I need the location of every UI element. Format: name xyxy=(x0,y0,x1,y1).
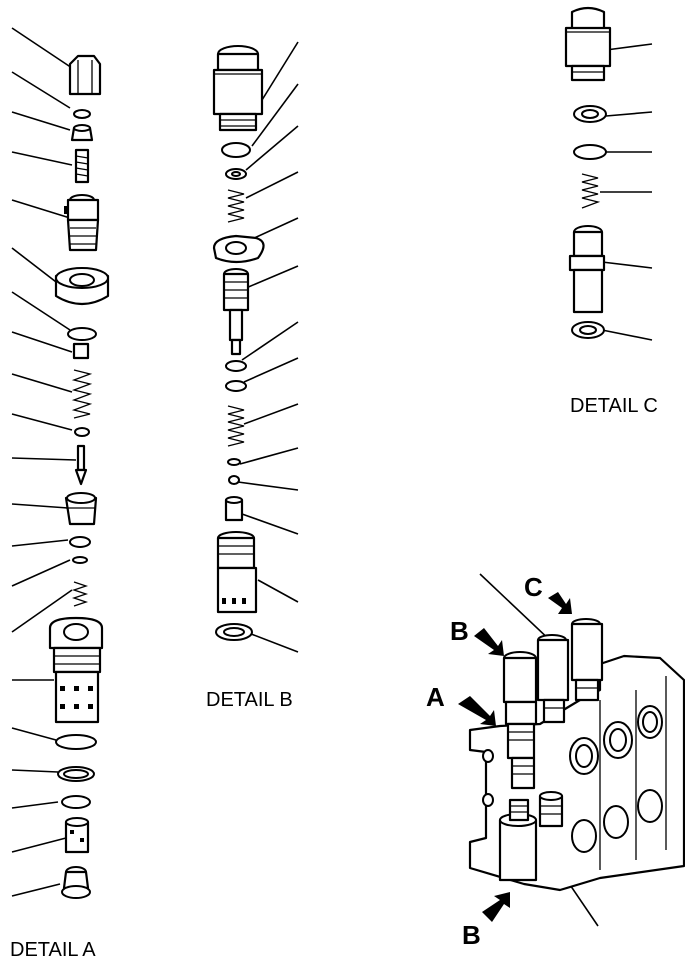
o-ring xyxy=(227,458,241,466)
callout-arrow-a xyxy=(458,696,496,726)
spring xyxy=(71,581,89,607)
backup-ring xyxy=(215,623,253,641)
washer xyxy=(573,105,607,123)
o-ring xyxy=(67,327,97,341)
backup-ring xyxy=(571,321,605,339)
detail-a-label: DETAIL A xyxy=(10,939,96,958)
spring xyxy=(71,369,93,419)
callout-arrow-b-lower xyxy=(482,892,510,922)
valve-b-lower xyxy=(498,798,538,882)
flange xyxy=(212,234,265,264)
callout-arrow-c xyxy=(548,592,572,614)
callout-b-upper: B xyxy=(450,616,469,646)
detail-a-leader-lines xyxy=(11,27,77,897)
spring xyxy=(581,173,601,209)
nut xyxy=(225,168,247,180)
detail-c-parts xyxy=(564,6,653,341)
cap-plug xyxy=(212,45,264,132)
plug-body xyxy=(64,194,100,252)
ring xyxy=(72,556,88,564)
plug xyxy=(61,866,91,899)
valve-c xyxy=(570,618,604,702)
o-ring xyxy=(73,109,91,119)
o-ring xyxy=(221,142,251,158)
detail-b-label: DETAIL B xyxy=(206,689,293,711)
o-ring xyxy=(69,536,91,548)
washer xyxy=(74,427,90,437)
detail-a-parts xyxy=(11,27,110,899)
o-ring xyxy=(225,360,247,372)
detail-c-label: DETAIL C xyxy=(570,395,658,417)
piston xyxy=(72,342,90,360)
spring xyxy=(227,405,245,447)
needle xyxy=(74,444,88,486)
valve-b-upper xyxy=(536,634,570,724)
lock-nut xyxy=(70,124,94,142)
detail-b-parts xyxy=(212,41,299,653)
cap-nut xyxy=(68,54,102,96)
poppet-stem xyxy=(222,268,250,356)
spring xyxy=(227,189,245,223)
o-ring xyxy=(55,734,97,750)
relief-valve-a xyxy=(502,651,538,790)
callout-arrow-b-upper xyxy=(474,628,504,656)
callout-b-lower: B xyxy=(462,920,481,950)
seat xyxy=(64,492,98,526)
valve-body xyxy=(48,616,104,724)
valve-body xyxy=(216,531,258,614)
piston xyxy=(568,225,606,314)
callout-a: A xyxy=(426,682,445,712)
control-valve-assembly xyxy=(468,573,685,927)
backup-ring xyxy=(57,766,95,782)
detail-b-leader-lines xyxy=(237,41,299,653)
piston xyxy=(224,496,244,522)
sleeve xyxy=(64,817,90,854)
hex-nut xyxy=(54,267,110,306)
o-ring xyxy=(573,144,607,160)
callout-c: C xyxy=(524,572,543,602)
ring xyxy=(225,380,247,392)
o-ring xyxy=(61,795,91,809)
ball xyxy=(228,475,240,485)
valve-block-ports xyxy=(482,676,667,870)
detail-c-leader-lines xyxy=(600,43,653,341)
adjusting-screw xyxy=(74,148,90,184)
cap-plug xyxy=(564,6,612,82)
fitting xyxy=(538,791,564,828)
leader-line xyxy=(479,573,555,645)
